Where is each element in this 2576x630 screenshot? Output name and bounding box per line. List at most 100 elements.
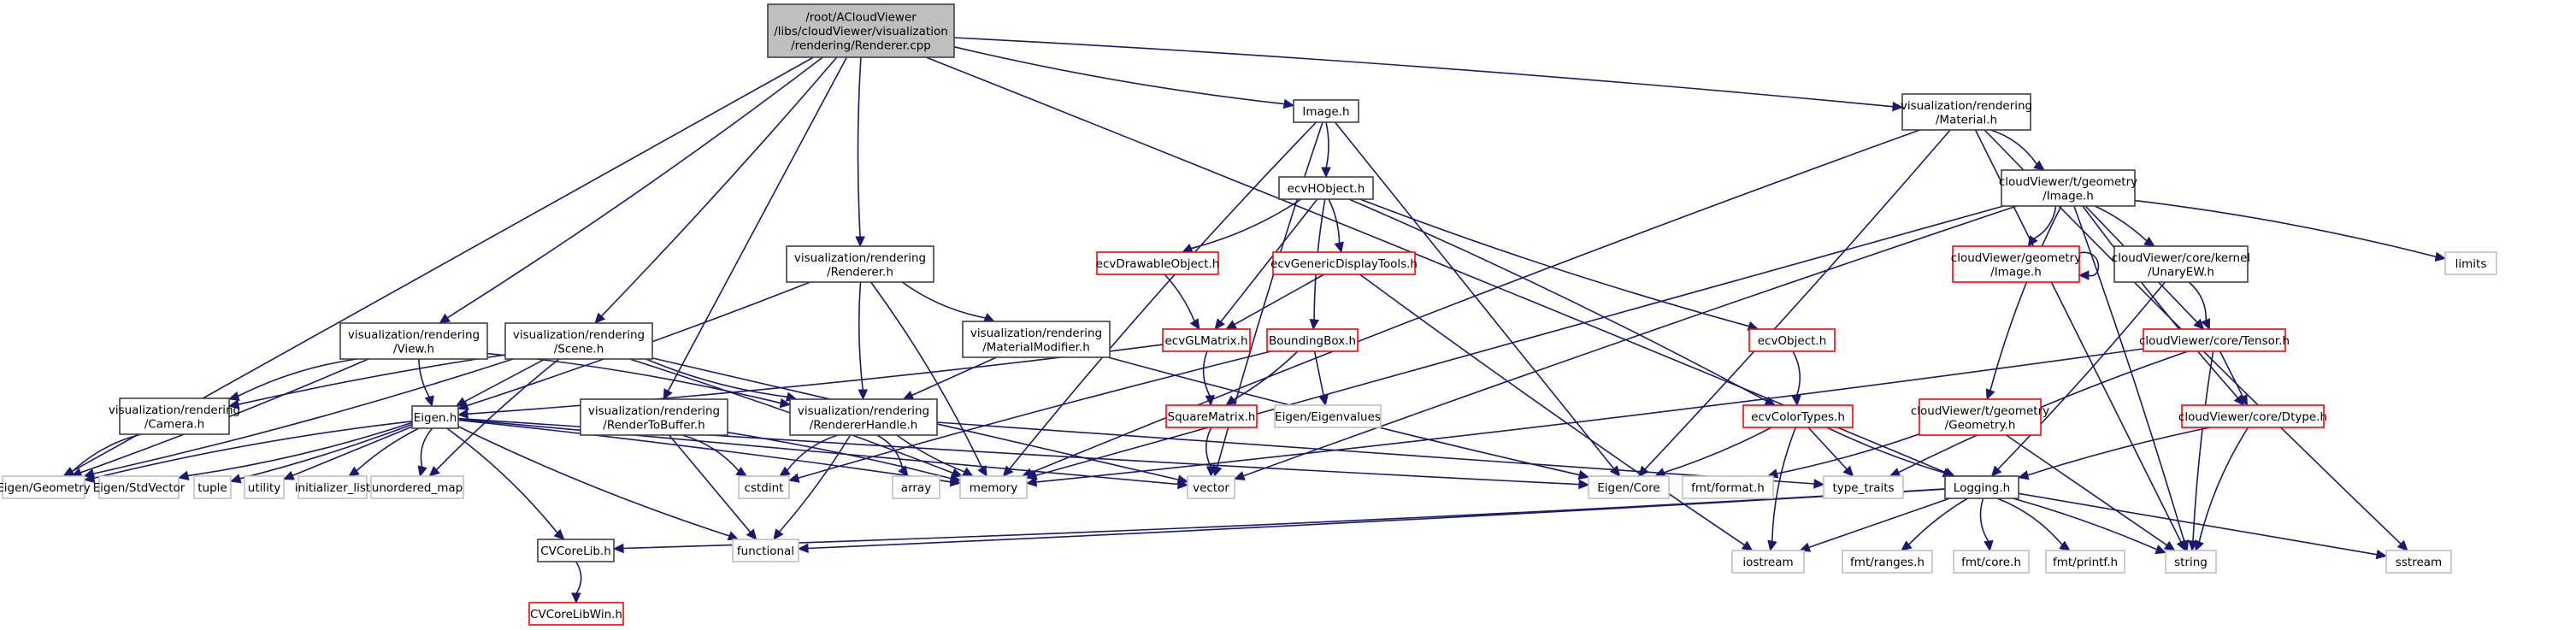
edge-cvcorelib-to-cvcorelibwin	[571, 561, 582, 604]
edge-logging-to-fmtprintf	[1996, 498, 2071, 551]
arrowhead-icon	[348, 466, 360, 477]
arrowhead-icon	[2033, 160, 2045, 171]
edge-view-to-camera	[227, 358, 357, 401]
node-array: array	[892, 475, 940, 499]
node-rendertobuffer[interactable]: visualization/rendering/RenderToBuffer.h	[580, 398, 728, 436]
node-ecvglmatrix[interactable]: ecvGLMatrix.h	[1162, 328, 1251, 352]
arrowhead-icon	[227, 399, 240, 409]
node-label: limits	[2455, 257, 2487, 271]
node-boundingbox[interactable]: BoundingBox.h	[1266, 328, 1359, 352]
edge-rendererhandle-to-array	[876, 434, 909, 477]
node-ecvcolortypes[interactable]: ecvColorTypes.h	[1742, 404, 1854, 428]
node-label: visualization/rendering	[513, 328, 645, 342]
edge-ecvobject-to-ecvcolortypes	[1791, 350, 1801, 407]
arrowhead-icon	[2375, 549, 2388, 560]
node-ecvgenericdisplay[interactable]: ecvGenericDisplayTools.h	[1270, 251, 1418, 275]
node-unaryew[interactable]: cloudViewer/core/kernel/UnaryEW.h	[2112, 245, 2250, 283]
node-imageh[interactable]: Image.h	[1293, 99, 1359, 123]
node-label: fmt/core.h	[1961, 556, 2021, 569]
edge-line	[446, 56, 823, 319]
edge-scene-to-eigenh	[455, 358, 545, 407]
node-materialmodifier[interactable]: visualization/rendering/MaterialModifier…	[962, 321, 1111, 358]
node-label: fmt/printf.h	[2053, 556, 2118, 569]
node-ecvobject[interactable]: ecvObject.h	[1748, 328, 1836, 352]
node-view[interactable]: visualization/rendering/View.h	[339, 322, 488, 360]
node-ecvdrawable[interactable]: ecvDrawableObject.h	[1096, 251, 1220, 275]
arrowhead-icon	[1233, 471, 1246, 481]
edge-logging-to-functional	[797, 488, 1946, 554]
edge-line	[858, 281, 864, 392]
node-rendererh[interactable]: visualization/rendering/Renderer.h	[786, 245, 934, 283]
edge-tgeomimage-to-memory	[1025, 205, 2004, 480]
node-box	[1266, 328, 1359, 352]
edge-eigenh-to-functional	[457, 426, 740, 541]
edge-tgeomimage-to-tgeometry	[1985, 205, 2062, 401]
node-box	[193, 475, 232, 499]
edge-line	[727, 432, 952, 480]
node-label: string	[2174, 556, 2208, 569]
edge-line	[446, 427, 559, 534]
arrowhead-icon	[2193, 318, 2205, 330]
node-box	[1162, 328, 1251, 352]
arrowhead-icon	[951, 468, 964, 478]
edge-root-to-material	[953, 37, 1904, 112]
edge-root-to-scene	[594, 56, 838, 324]
node-rendererhandle[interactable]: visualization/rendering/RendererHandle.h	[789, 398, 938, 436]
edge-line	[237, 358, 357, 397]
node-box	[537, 539, 615, 562]
node-box	[2, 475, 85, 499]
edge-line	[876, 434, 904, 470]
edge-ecvhobject-to-ecvobject	[1359, 198, 1760, 331]
edge-eigenh-to-eigenstdvector	[177, 421, 413, 480]
node-tensor[interactable]: cloudViewer/core/Tensor.h	[2139, 328, 2290, 352]
node-label: /MaterialModifier.h	[982, 340, 1090, 354]
edge-unaryew-to-tensor	[2188, 281, 2210, 331]
edge-ecvcolortypes-to-eigencore	[1653, 427, 1772, 477]
edge-rendererhandle-to-functional	[773, 434, 852, 540]
node-label: /Geometry.h	[1945, 418, 2016, 432]
node-functional: functional	[732, 539, 799, 562]
node-label: memory	[970, 481, 1017, 495]
node-tgeometry[interactable]: cloudViewer/t/geometry/Geometry.h	[1911, 398, 2049, 436]
node-eigenh[interactable]: Eigen.h	[411, 405, 459, 429]
arrowhead-icon	[1334, 241, 1344, 254]
edge-line	[953, 37, 1895, 108]
node-dtype[interactable]: cloudViewer/core/Dtype.h	[2178, 404, 2327, 428]
node-cvcorelib[interactable]: CVCoreLib.h	[537, 539, 615, 562]
node-scene[interactable]: visualization/rendering/Scene.h	[504, 322, 653, 360]
node-logging[interactable]: Logging.h	[1944, 475, 2019, 499]
node-box	[1953, 550, 2030, 574]
node-tgeomimage[interactable]: cloudViewer/t/geometry/Image.h	[1999, 169, 2137, 207]
edge-line	[1989, 129, 2038, 166]
node-eigenstdvector: Eigen/StdVector	[93, 475, 186, 499]
node-box	[2165, 550, 2217, 574]
node-label: cloudViewer/core/kernel	[2112, 251, 2250, 265]
node-label: Eigen.h	[414, 411, 457, 425]
edge-tgeomimage-to-dtype	[2082, 205, 2245, 406]
node-cvcorelibwin[interactable]: CVCoreLibWin.h	[528, 602, 624, 626]
arrowhead-icon	[1181, 244, 1194, 253]
node-geomimage[interactable]: cloudViewer/geometry/Image.h	[1951, 245, 2081, 283]
node-box	[2444, 251, 2497, 275]
arrowhead-icon	[2179, 539, 2190, 552]
node-label: /root/ACloudViewer	[805, 11, 917, 25]
node-box	[1165, 404, 1258, 428]
node-label: ecvHObject.h	[1288, 182, 1365, 196]
node-box	[119, 397, 230, 435]
node-fmtprintf: fmt/printf.h	[2045, 550, 2125, 574]
node-root[interactable]: /root/ACloudViewer/libs/cloudViewer/visu…	[767, 3, 955, 58]
arrowhead-icon	[227, 391, 240, 401]
node-memory: memory	[959, 475, 1028, 499]
node-camera[interactable]: visualization/rendering/Camera.h	[109, 397, 240, 435]
arrowhead-icon	[1813, 479, 1825, 489]
node-box	[1731, 550, 1805, 574]
edge-line	[1035, 205, 2004, 477]
node-material[interactable]: visualization/rendering/Material.h	[1901, 93, 2032, 131]
node-ecvhobject[interactable]: ecvHObject.h	[1278, 176, 1374, 200]
edge-line	[1792, 350, 1801, 397]
node-squarematrix[interactable]: SquareMatrix.h	[1165, 404, 1258, 428]
node-label: /Renderer.h	[827, 265, 893, 279]
edge-line	[2188, 281, 2208, 321]
edge-line	[575, 561, 582, 595]
arrowhead-icon	[787, 473, 800, 483]
